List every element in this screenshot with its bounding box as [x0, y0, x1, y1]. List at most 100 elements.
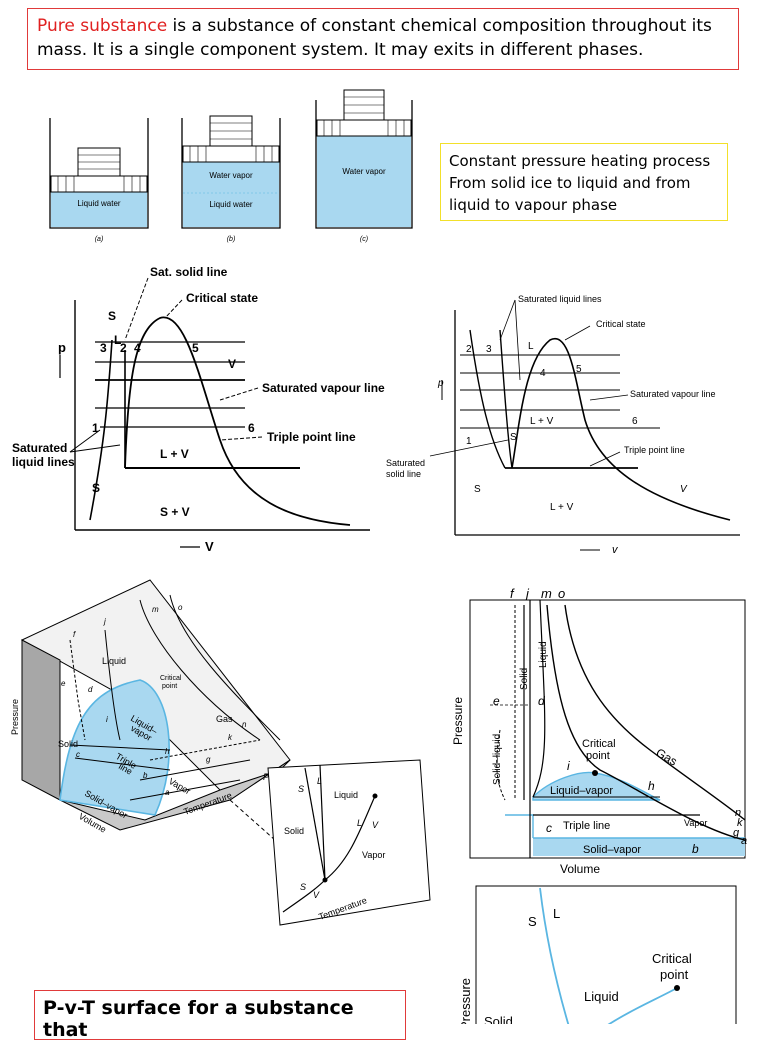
pv-left-LV: L + V [160, 447, 189, 461]
pv-right-V: V [680, 484, 688, 495]
pv-left-critical: Critical state [186, 291, 258, 305]
pv-right-S: S [510, 432, 517, 443]
pt-proj-V2: V [313, 890, 320, 900]
bottom-caption: P-v-T surface for a substance that [43, 997, 354, 1041]
pv-left-n6: 6 [248, 421, 255, 435]
pv-left-sat-vapour: Saturated vapour line [262, 381, 385, 395]
pv-right-n2: 2 [466, 344, 472, 355]
piston-b-liquid-label: Liquid water [209, 200, 252, 209]
pt-proj-V: V [372, 820, 379, 830]
pt-color-critical-1: Critical [652, 951, 692, 966]
surface-liquid: Liquid [102, 656, 126, 666]
pt-color-diagram [475, 885, 737, 1024]
pv-right-n4: 4 [540, 368, 546, 379]
pv-right-LV2: L + V [550, 502, 574, 513]
pv-color-pressure: Pressure [451, 697, 465, 745]
pv-right-n5: 5 [576, 364, 582, 375]
pv-color-critical-1: Critical [582, 738, 616, 750]
pv-left-n5: 5 [192, 341, 199, 355]
pv-color-j: j [524, 586, 530, 601]
pv-right-L: L [528, 341, 534, 352]
pv-color-o: o [558, 586, 565, 601]
surface-critical-1: Critical [160, 675, 182, 682]
pt-color-L: L [553, 906, 560, 921]
pv-right-sat-liquid: Saturated liquid lines [518, 294, 602, 304]
pv-color-m: m [541, 586, 552, 601]
pv-color-a: a [741, 835, 747, 847]
surface-pt-c: c [76, 750, 80, 759]
pv-right-sat-solid-2: solid line [386, 469, 421, 479]
pv-left-n2: 2 [120, 341, 127, 355]
pv-color-triple: Triple line [563, 820, 610, 832]
pv-left-sat-liquid-1: Saturated [12, 441, 67, 455]
pv-left-n1: 1 [92, 421, 99, 435]
pt-color-labels: S L Critical point Liquid Pressure Solid [458, 906, 692, 1024]
surface-pt-b: b [143, 771, 148, 780]
intro-definition-box: Pure substance is a substance of constan… [27, 8, 739, 70]
pv-left-n4: 4 [134, 341, 141, 355]
piston-cylinder-c: Water vapor (c) [315, 89, 413, 243]
pv-right-p-axis: p [437, 378, 444, 389]
pv-color-g: g [733, 827, 740, 839]
pv-color-n: n [735, 807, 741, 819]
pt-proj-L2: L [357, 818, 362, 828]
pv-right-sat-solid-1: Saturated [386, 458, 425, 468]
pt-color-critical-2: point [660, 967, 689, 982]
surface-pt-i: i [106, 715, 108, 724]
pt-proj-P: P [263, 772, 269, 782]
surface-pressure: Pressure [10, 699, 20, 735]
pv-diagram-left [59, 277, 370, 548]
pv-color-critical-2: point [586, 750, 610, 762]
piston-b-vapor-label: Water vapor [209, 171, 253, 180]
pv-left-S: S [108, 309, 116, 323]
pv-color-f: f [510, 586, 515, 601]
pv-left-p-axis: p [58, 340, 66, 355]
pv-right-S-bottom: S [474, 484, 481, 495]
pv-right-n6: 6 [632, 416, 638, 427]
pv-right-v-axis: v [612, 544, 619, 556]
pv-left-sat-liquid-2: liquid lines [12, 455, 75, 469]
pt-proj-L: L [317, 776, 322, 786]
surface-pt-n: n [242, 720, 247, 729]
pv-color-solid-liquid: Solid–liquid [492, 734, 503, 785]
pt-proj-liquid: Liquid [334, 790, 358, 800]
surface-pt-e: e [61, 679, 66, 688]
pv-color-volume: Volume [560, 862, 600, 876]
surface-critical-2: point [162, 683, 177, 690]
pv-left-n3: 3 [100, 341, 107, 355]
pt-proj-S: S [298, 784, 304, 794]
caption-line-2: From solid ice to liquid and from [449, 174, 691, 192]
intro-text: is a substance of constant chemical comp… [37, 16, 712, 60]
surface-pt-a: a [165, 788, 170, 797]
pt-color-liquid: Liquid [584, 989, 619, 1004]
piston-cylinder-b: Water vapor Liquid water (b) [181, 115, 281, 243]
surface-vapor: Vapor [167, 776, 192, 796]
surface-gas: Gas [216, 714, 233, 724]
surface-solid: Solid [58, 739, 78, 749]
pt-proj-vapor: Vapor [362, 850, 385, 860]
pv-right-critical: Critical state [596, 319, 646, 329]
surface-pt-f: f [73, 630, 76, 639]
pv-color-k: k [737, 817, 743, 829]
pt-proj-S2: S [300, 882, 306, 892]
piston-c-tag: (c) [360, 236, 368, 243]
surface-pt-o: o [178, 603, 183, 612]
pv-color-h: h [648, 779, 655, 793]
pv-right-sat-vapour: Saturated vapour line [630, 389, 716, 399]
pv-color-e: e [493, 694, 500, 708]
caption-box: Constant pressure heating process From s… [440, 143, 728, 221]
caption-line-1: Constant pressure heating process [449, 152, 711, 170]
pt-projection [267, 759, 431, 926]
pv-left-S2: S [92, 481, 100, 495]
piston-c-vapor-label: Water vapor [342, 167, 386, 176]
surface-pt-g: g [206, 755, 211, 764]
piston-b-tag: (b) [227, 236, 236, 243]
surface-pt-k: k [228, 733, 233, 742]
pt-proj-solid: Solid [284, 826, 304, 836]
pv-color-c: c [546, 821, 552, 835]
pv-right-LV: L + V [530, 416, 554, 427]
bottom-caption-box: P-v-T surface for a substance that [34, 990, 406, 1041]
pt-color-solid: Solid [484, 1014, 513, 1024]
piston-a-liquid-label: Liquid water [77, 199, 120, 208]
